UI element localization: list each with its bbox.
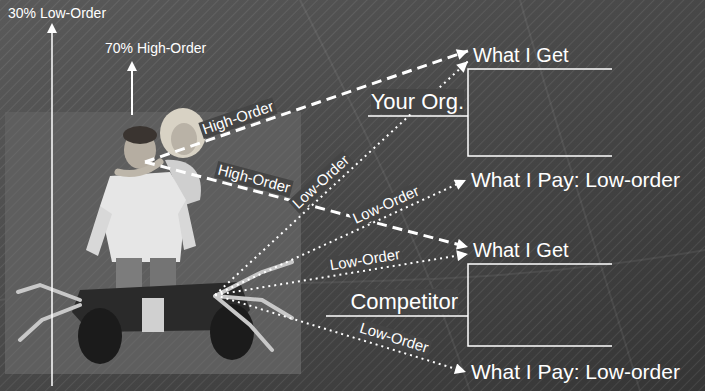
node-text: What I Pay: Low-order <box>471 360 680 384</box>
high-order-arrow <box>145 51 468 162</box>
guy-hair <box>123 126 157 144</box>
atv-light <box>142 298 164 332</box>
node-text: What I Get <box>473 239 569 262</box>
group-label: Competitor <box>350 289 458 314</box>
competitor-bracket <box>468 264 612 346</box>
competitor-underline <box>326 315 468 317</box>
edge-label: High-Order <box>214 161 294 197</box>
photo-frame <box>5 112 301 374</box>
low-order-arrow <box>215 61 468 295</box>
low-order-share-line <box>51 30 53 386</box>
atv-wheel <box>78 308 122 364</box>
benefit-item: What I Get <box>470 44 572 67</box>
edge-label: Low-Order <box>356 320 432 358</box>
edge-label: Low-Order <box>327 245 404 273</box>
org-underline <box>368 115 468 117</box>
node-text: What I Get <box>473 44 569 67</box>
guy-arms <box>86 200 196 256</box>
photo-hatch <box>5 112 301 374</box>
node-text: What I Pay: Low-order <box>471 168 680 192</box>
cost-item: What I Pay: Low-order <box>468 168 683 192</box>
bracket-lines <box>326 69 612 346</box>
photo-illustration <box>5 108 301 374</box>
edge-label: High-Order <box>199 98 278 139</box>
arrow-head <box>47 23 57 33</box>
org-bracket <box>468 69 612 156</box>
cost-item: What I Pay: Low-order <box>468 360 683 384</box>
benefit-item: What I Get <box>470 239 572 262</box>
arrow-head <box>127 61 137 71</box>
guy-shirt <box>100 172 186 262</box>
low-order-arrow <box>215 180 466 295</box>
node-text: 70% High-Order <box>105 40 206 56</box>
node-text: 30% Low-Order <box>8 5 106 21</box>
edge-label: Low-Order <box>349 181 424 227</box>
group-label: Your Org. <box>371 89 464 114</box>
high-order-share-line <box>131 68 133 115</box>
edge-label: Low-Order <box>288 150 354 213</box>
